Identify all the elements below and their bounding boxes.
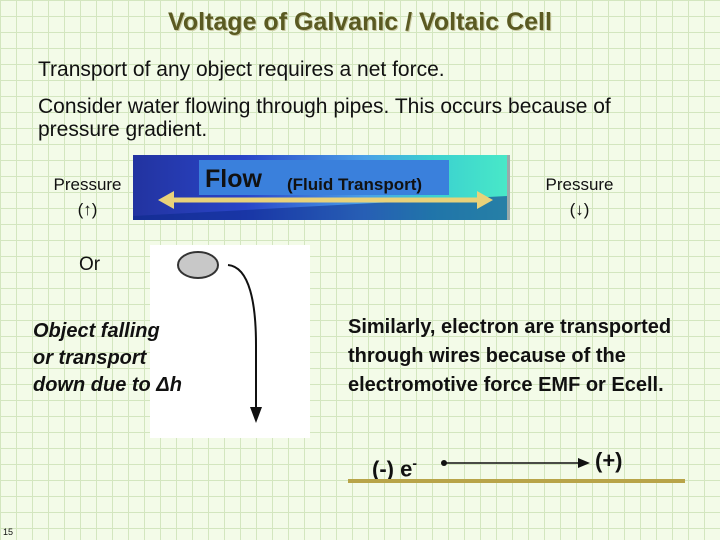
falling-object-picture (150, 245, 310, 438)
falling-caption-line: or transport (33, 347, 147, 369)
page-number: 15 (3, 527, 14, 537)
negative-terminal-text: (-) e (372, 456, 413, 482)
double-arrow-icon (158, 191, 493, 209)
pressure-left: Pressure (↑) (40, 172, 135, 222)
pressure-right: Pressure (↓) (532, 172, 627, 222)
falling-caption-line: Object falling (33, 320, 160, 342)
electron-charge-sup: - (412, 455, 417, 471)
underline-divider (348, 479, 685, 483)
flow-label-box (199, 160, 449, 195)
page-title: Voltage of Galvanic / Voltaic Cell (168, 8, 552, 36)
electron-arrow-icon (441, 458, 590, 468)
or-label: Or (79, 254, 101, 275)
pressure-left-label: Pressure (53, 175, 122, 194)
pressure-right-symbol: (↓) (569, 200, 590, 219)
fall-arrow-icon (227, 264, 257, 410)
falling-object-graphic (177, 251, 262, 423)
positive-terminal-label: (+) (595, 448, 623, 473)
net-force-text: Transport of any object requires a net f… (38, 58, 445, 81)
falling-caption-line: down due to Δh (33, 374, 182, 396)
pressure-right-label: Pressure (545, 175, 614, 194)
ball-icon (177, 251, 219, 279)
flow-word: Flow (205, 165, 262, 193)
pressure-gradient-text: Consider water flowing through pipes. Th… (38, 95, 611, 141)
negative-terminal-label: (-) e- (372, 455, 417, 482)
falling-caption: Object falling or transport down due to … (33, 318, 182, 399)
pressure-left-symbol: (↑) (77, 200, 98, 219)
electron-transport-text: Similarly, electron are transported thro… (348, 316, 672, 396)
fluid-transport-label: (Fluid Transport) (287, 175, 423, 194)
